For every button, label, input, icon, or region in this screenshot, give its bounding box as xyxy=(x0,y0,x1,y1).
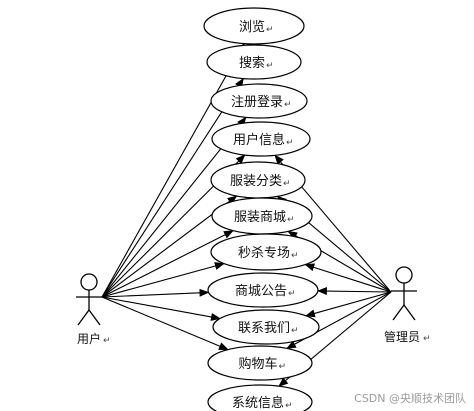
use-case-ellipse xyxy=(210,83,308,119)
use-case-return-mark: ↵ xyxy=(283,179,291,189)
use-case-label: 系统信息 xyxy=(232,395,284,411)
user-link-1 xyxy=(101,77,244,298)
user-link-7 xyxy=(101,288,210,298)
user-actor: 用户 ↵ xyxy=(76,273,111,346)
user-link-8 xyxy=(101,296,221,321)
watermark: CSDN @央顺技术团队 xyxy=(354,391,466,405)
use-case-return-mark: ↵ xyxy=(266,61,274,71)
use-case-10: 系统信息↵ xyxy=(207,384,313,411)
user-stick-figure-icon xyxy=(76,273,102,326)
use-case-5: 服装商城↵ xyxy=(211,197,313,235)
use-case-1: 搜索↵ xyxy=(206,44,302,80)
use-case-ellipse xyxy=(211,121,311,157)
admin-actor-return-mark: ↵ xyxy=(423,334,431,344)
admin-actor: 管理员 ↵ xyxy=(384,266,431,344)
use-case-label: 服装商城 xyxy=(234,210,286,225)
use-case-return-mark: ↵ xyxy=(266,25,274,35)
use-case-ellipse xyxy=(206,44,302,80)
use-case-label: 秒杀专场 xyxy=(238,246,290,261)
user-link-9 xyxy=(101,296,229,351)
use-case-ellipse xyxy=(207,272,319,308)
use-case-3: 用户信息↵ xyxy=(211,121,311,157)
user-actor-return-mark: ↵ xyxy=(103,336,111,346)
use-case-ellipse xyxy=(207,384,313,411)
use-case-label: 联系我们 xyxy=(238,321,290,336)
admin-link-6 xyxy=(304,263,392,293)
use-case-0: 浏览↵ xyxy=(203,7,305,45)
use-case-return-mark: ↵ xyxy=(291,326,299,336)
use-case-return-mark: ↵ xyxy=(284,100,292,110)
admin-link-7 xyxy=(316,287,392,296)
use-case-ellipse xyxy=(210,233,322,271)
use-case-ellipse xyxy=(212,309,320,345)
user-link-5 xyxy=(101,230,234,298)
use-case-7: 商城公告↵ xyxy=(207,272,319,308)
use-case-2: 注册登录↵ xyxy=(210,83,308,119)
use-case-label: 浏览 xyxy=(239,19,265,35)
use-case-label: 商城公告 xyxy=(235,284,287,299)
association-links xyxy=(101,42,392,387)
use-case-label: 用户信息 xyxy=(233,132,285,148)
use-case-4: 服装分类↵ xyxy=(210,161,306,199)
use-cases: 浏览↵搜索↵注册登录↵用户信息↵服装分类↵服装商城↵秒杀专场↵商城公告↵联系我们… xyxy=(203,7,322,411)
user-link-0 xyxy=(101,42,245,298)
use-case-return-mark: ↵ xyxy=(287,215,295,225)
use-case-8: 联系我们↵ xyxy=(212,309,320,345)
admin-actor-label: 管理员 xyxy=(384,329,420,344)
use-case-ellipse xyxy=(203,7,305,45)
use-case-return-mark: ↵ xyxy=(279,362,287,372)
user-link-6 xyxy=(101,262,225,298)
use-case-return-mark: ↵ xyxy=(285,401,293,411)
use-case-label: 注册登录 xyxy=(231,95,283,110)
use-case-return-mark: ↵ xyxy=(291,251,299,261)
use-case-label: 搜索 xyxy=(239,56,265,71)
use-case-ellipse xyxy=(207,345,313,381)
use-case-return-mark: ↵ xyxy=(286,138,294,148)
user-actor-label: 用户 xyxy=(77,331,101,346)
admin-link-8 xyxy=(304,291,392,318)
use-case-label: 服装分类 xyxy=(230,174,282,189)
admin-stick-figure-icon xyxy=(391,266,417,321)
use-case-6: 秒杀专场↵ xyxy=(210,233,322,271)
use-case-return-mark: ↵ xyxy=(288,289,296,299)
use-case-9: 购物车↵ xyxy=(207,345,313,381)
use-case-label: 购物车 xyxy=(238,356,277,372)
